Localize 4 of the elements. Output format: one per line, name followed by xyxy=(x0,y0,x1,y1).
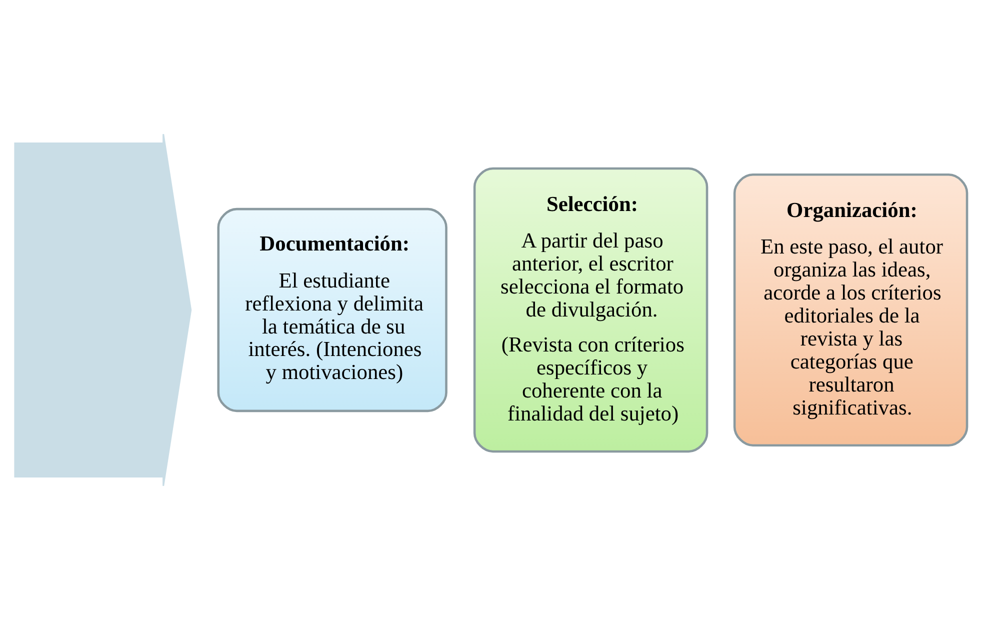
node-box: Selección: A partir del paso anterior, el escritor selecciona el formato de divulgación. (Revista con críterios específicos y coherente con la finalidad del sujeto) xyxy=(473,167,708,453)
node-arrow xyxy=(14,133,192,487)
node-box: Documentación: El estudiante reflexiona y delimita la temática de su interés. (Intenciones y motivaciones) xyxy=(217,208,448,412)
node-box: Organización: En este paso, el autor organiza las ideas, acorde a los críterios editoriales de la revista y las categorías que resultaron significativas. xyxy=(733,174,968,446)
